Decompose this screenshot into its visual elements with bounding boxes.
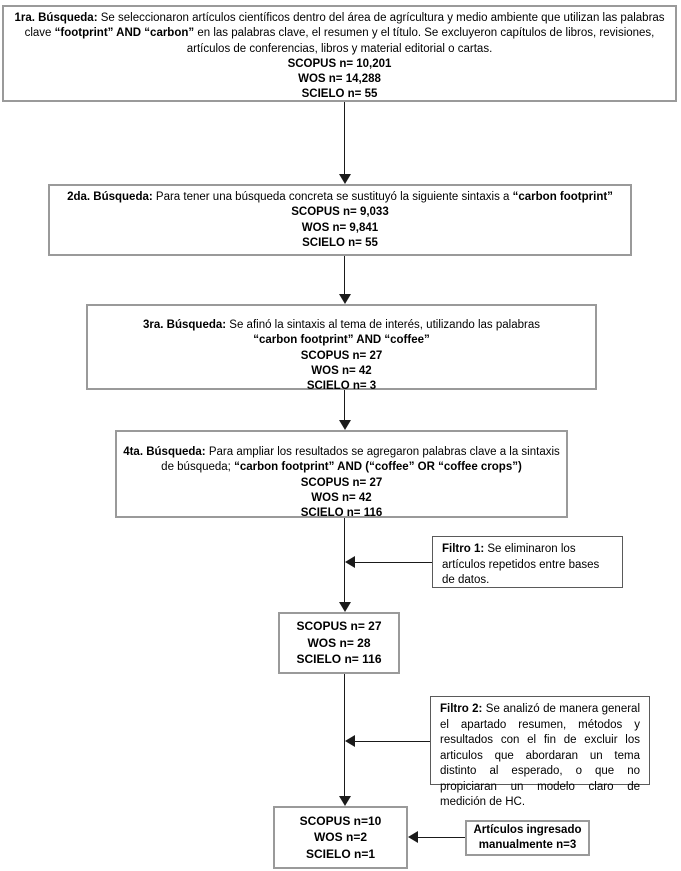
filter1-title: Filtro 1:: [442, 543, 485, 555]
search1-count-scielo: SCIELO n= 55: [301, 88, 378, 101]
search4-keywords: “carbon footprint” AND (“coffee” OR “cof…: [234, 461, 522, 474]
search3-title: 3ra. Búsqueda:: [143, 319, 227, 331]
search1-body-post: en las palabras clave, el resumen y el t…: [186, 27, 655, 55]
search4-box: 4ta. Búsqueda: Para ampliar los resultad…: [115, 430, 568, 520]
arrow2-line: [344, 256, 346, 295]
search3-count-scopus: SCOPUS n= 27: [300, 349, 383, 362]
dedup-count-wos: WOS n= 28: [307, 635, 371, 650]
filter1-arrow-head-icon: [345, 556, 355, 568]
search2-count-scielo: SCIELO n= 55: [302, 236, 378, 249]
arrow5-head-icon: [339, 796, 351, 806]
filter2-arrow-line: [354, 741, 430, 743]
search1-body-pre: Se seleccionaron artículos científicos d…: [24, 12, 665, 40]
dedup-count-scopus: SCOPUS n= 27: [296, 619, 382, 634]
manual-entry-box: Artículos ingresado manualmente n=3: [465, 820, 590, 856]
manual-arrow-line: [417, 837, 465, 839]
filter2-body: Se analizó de manera general el apartado…: [440, 703, 640, 808]
arrow4-head-icon: [339, 602, 351, 612]
search2-keywords: “carbon footprint”: [512, 191, 613, 203]
arrow1-head-icon: [339, 174, 351, 184]
search3-count-scielo: SCIELO n= 3: [306, 380, 377, 393]
manual-entry-text: Artículos ingresado manualmente n=3: [473, 824, 582, 851]
arrow1-line: [344, 102, 346, 175]
search2-count-scopus: SCOPUS n= 9,033: [291, 206, 389, 219]
filter1-body: Se eliminaron los artículos repetidos en…: [442, 543, 600, 586]
search3-count-wos: WOS n= 42: [311, 364, 372, 377]
search1-title: 1ra. Búsqueda:: [14, 12, 98, 24]
search1-keywords: “footprint” AND “carbon”: [54, 27, 195, 40]
search1-count-wos: WOS n= 14,288: [298, 73, 381, 86]
search1-count-scopus: SCOPUS n= 10,201: [287, 57, 392, 70]
arrow3-head-icon: [339, 420, 351, 430]
search2-title: 2da. Búsqueda:: [67, 191, 153, 203]
search2-count-wos: WOS n= 9,841: [301, 221, 379, 234]
manual-arrow-head-icon: [408, 831, 418, 843]
search1-box: 1ra. Búsqueda: Se seleccionaron artículo…: [2, 5, 677, 102]
search2-text: 2da. Búsqueda: Para tener una búsqueda c…: [50, 190, 630, 205]
arrow3-line: [344, 390, 346, 421]
arrow2-head-icon: [339, 294, 351, 304]
search4-count-wos: WOS n= 42: [311, 491, 372, 504]
filter1-box: Filtro 1: Se eliminaron los artículos re…: [432, 536, 623, 588]
final-count-wos: WOS n=2: [313, 830, 367, 845]
final-result-box: SCOPUS n=10 WOS n=2 SCIELO n=1: [273, 806, 408, 869]
final-count-scopus: SCOPUS n=10: [299, 813, 382, 828]
search3-box: 3ra. Búsqueda: Se afinó la sintaxis al t…: [86, 304, 597, 392]
search2-box: 2da. Búsqueda: Para tener una búsqueda c…: [48, 184, 632, 256]
search3-text: 3ra. Búsqueda: Se afinó la sintaxis al t…: [88, 318, 595, 333]
dedup-result-box: SCOPUS n= 27 WOS n= 28 SCIELO n= 116: [278, 612, 400, 674]
search3-body: Se afinó la sintaxis al tema de interés,…: [226, 319, 540, 331]
filter2-arrow-head-icon: [345, 735, 355, 747]
filter1-arrow-line: [354, 562, 432, 564]
arrow5-line: [344, 674, 346, 797]
search4-count-scielo: SCIELO n= 116: [300, 507, 383, 520]
search4-title: 4ta. Búsqueda:: [123, 446, 206, 458]
search4-body-pre: Para ampliar los resultados se agregaron…: [161, 446, 560, 474]
search1-text: 1ra. Búsqueda: Se seleccionaron artículo…: [4, 11, 675, 57]
search4-count-scopus: SCOPUS n= 27: [300, 476, 383, 489]
search3-keywords: “carbon footprint” AND “coffee”: [253, 334, 430, 347]
final-count-scielo: SCIELO n=1: [305, 846, 376, 861]
filter2-box: Filtro 2: Se analizó de manera general e…: [430, 696, 650, 808]
arrow4-line: [344, 518, 346, 603]
dedup-count-scielo: SCIELO n= 116: [296, 652, 382, 667]
search2-body-pre: Para tener una búsqueda concreta se sust…: [152, 191, 513, 203]
search4-text: 4ta. Búsqueda: Para ampliar los resultad…: [117, 445, 566, 476]
filter2-title: Filtro 2:: [440, 703, 483, 715]
